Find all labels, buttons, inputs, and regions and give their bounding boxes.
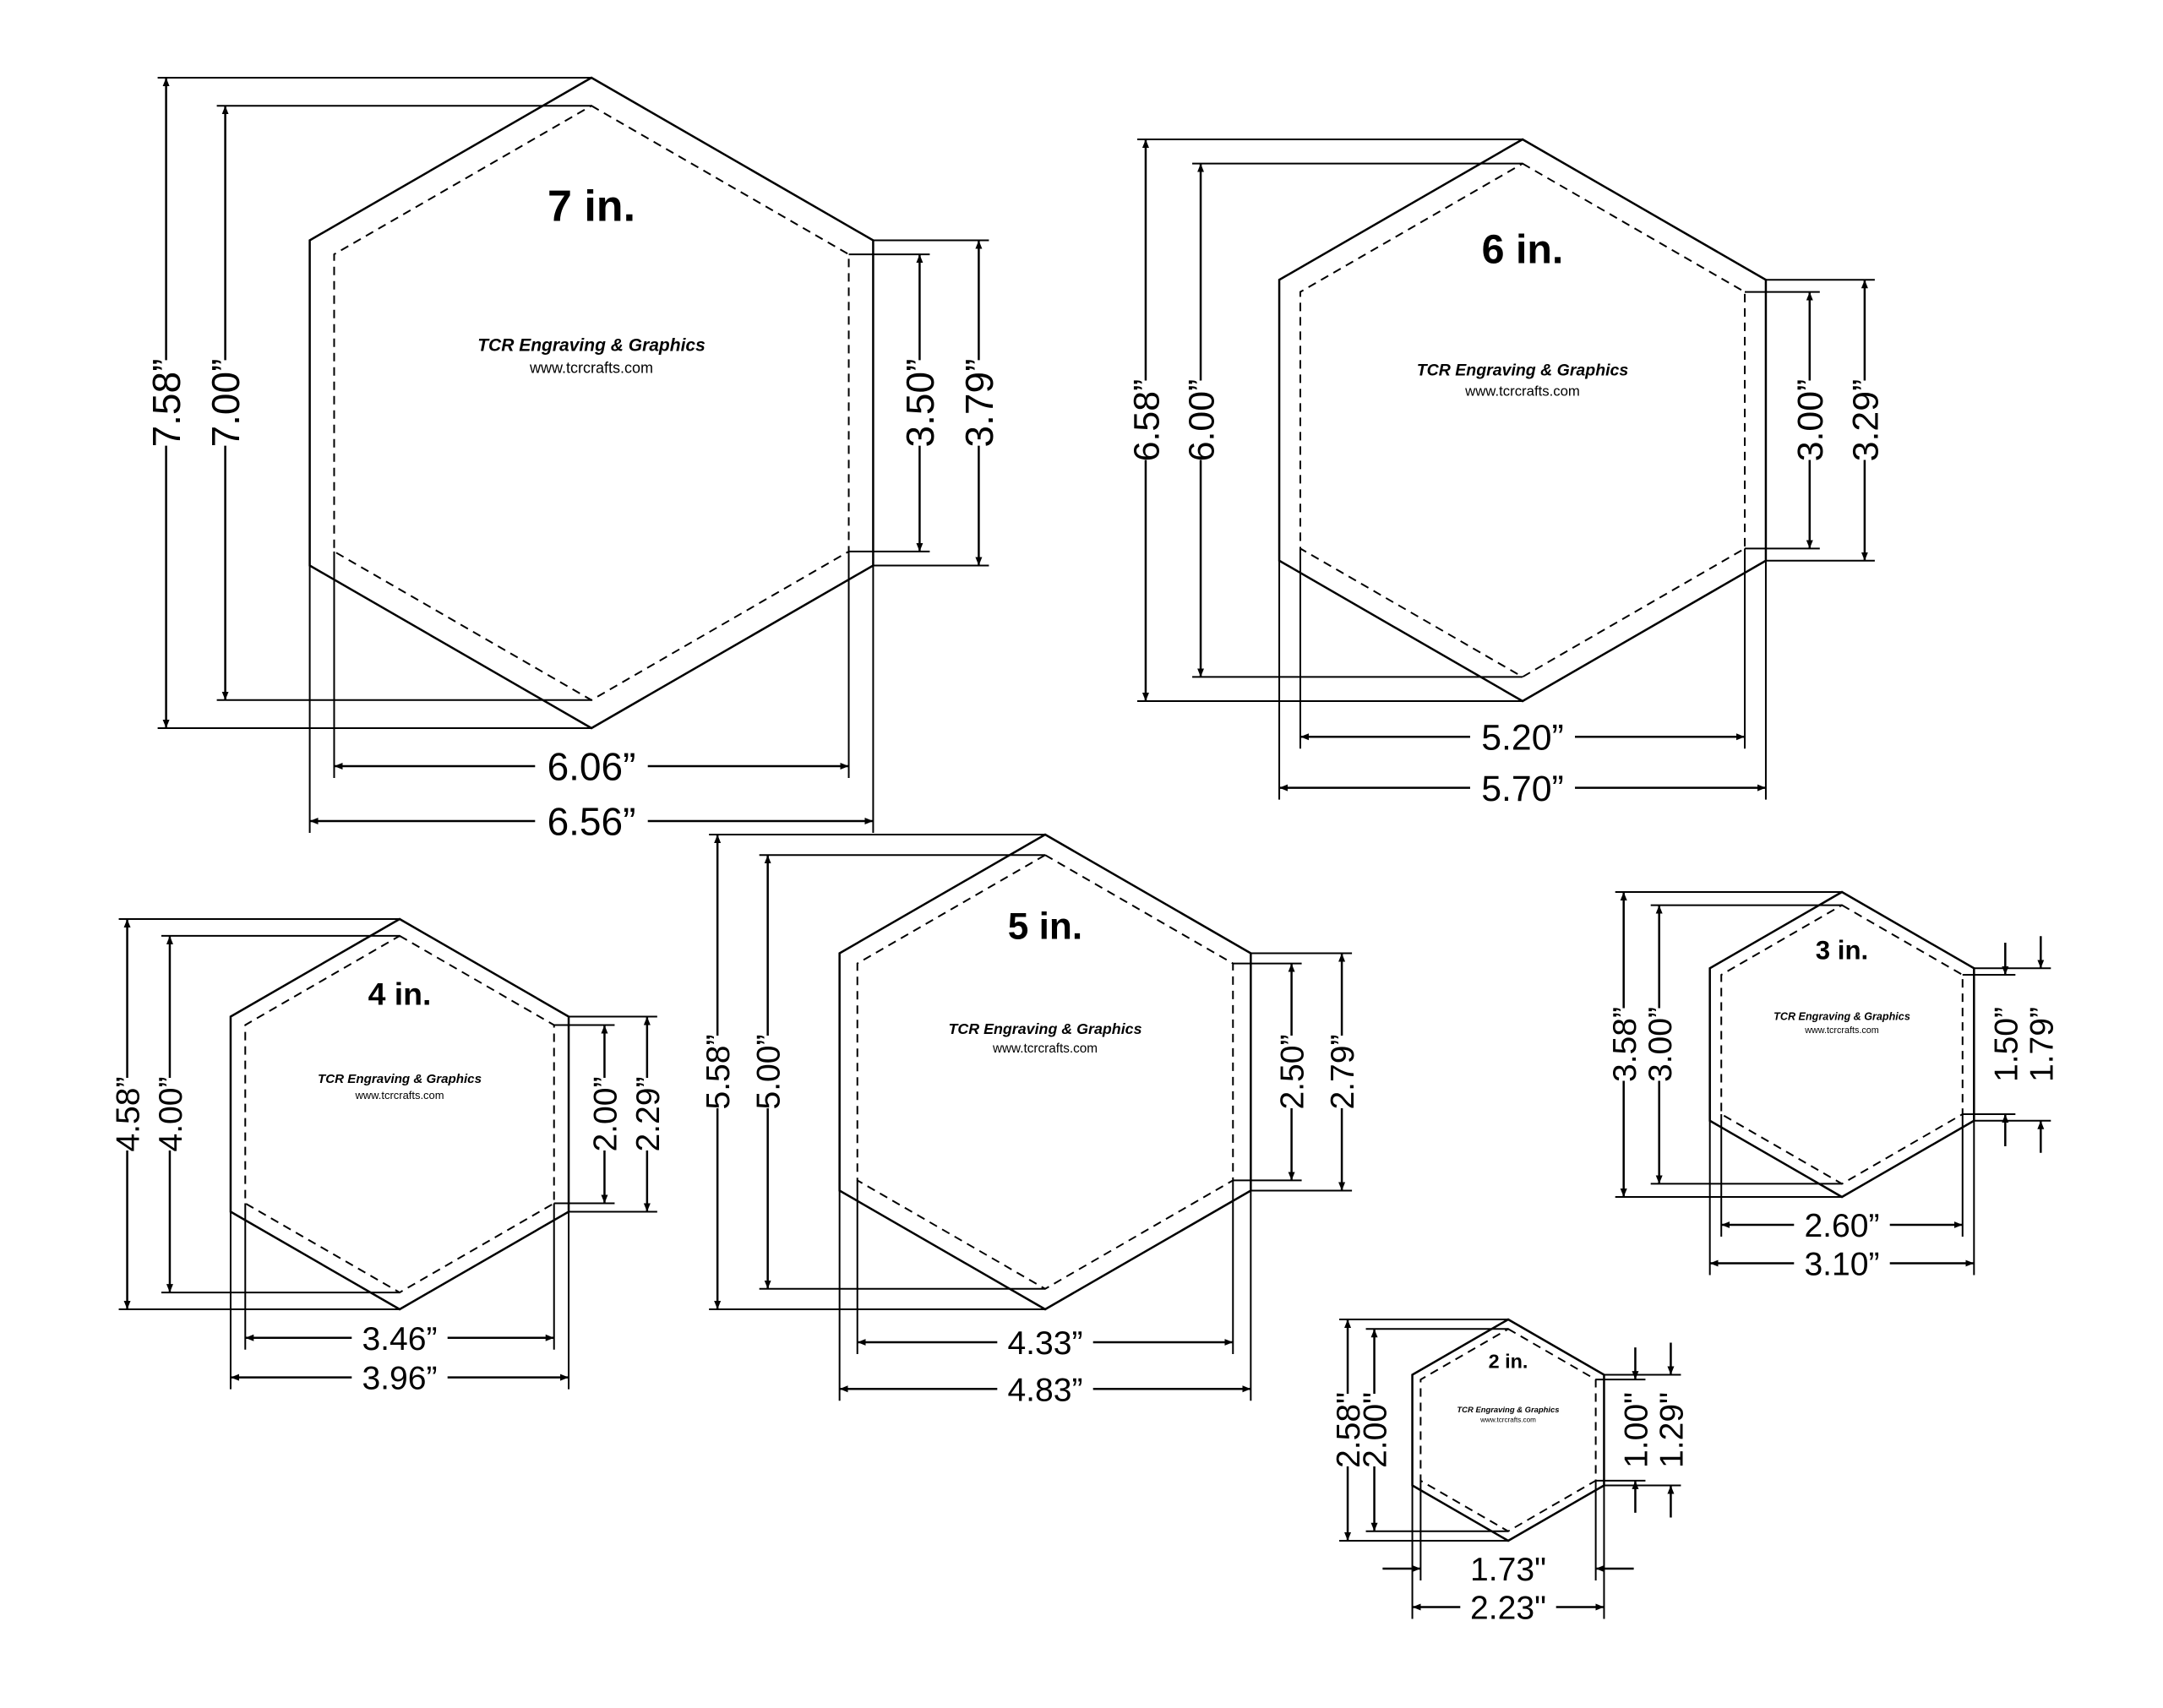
template-4in-outer-height: 4.58” [111, 1076, 147, 1151]
template-7in-size-label: 7 in. [548, 182, 635, 231]
template-6in-outer-hexagon [1278, 138, 1768, 703]
template-7in-outer-height: 7.58” [144, 359, 188, 448]
template-3in-brand-name: TCR Engraving & Graphics [1773, 1011, 1910, 1023]
template-5in-brand-name: TCR Engraving & Graphics [948, 1020, 1141, 1037]
template-4in-outer-width: 3.96” [362, 1361, 437, 1397]
template-4in-inner-height: 4.00” [153, 1076, 189, 1151]
template-2in-outer-height: 2.58" [1331, 1392, 1367, 1468]
template-7in-brand-url: www.tcrcrafts.com [529, 359, 653, 376]
template-5in-inner-side: 2.50” [1275, 1034, 1311, 1109]
template-4in-size-label: 4 in. [368, 976, 432, 1012]
template-6in-brand-name: TCR Engraving & Graphics [1417, 361, 1629, 379]
template-7in-inner-side: 3.50” [898, 359, 942, 448]
template-3in-outer-width: 3.10” [1804, 1247, 1879, 1283]
template-6in-outer-side: 3.29” [1845, 379, 1886, 461]
template-6in-brand-url: www.tcrcrafts.com [1464, 383, 1580, 399]
template-7in-outer-width: 6.56” [548, 800, 636, 844]
template-6in-outer-width: 5.70” [1481, 769, 1563, 809]
template-2in-brand-url: www.tcrcrafts.com [1479, 1417, 1536, 1424]
template-5in-brand-url: www.tcrcrafts.com [992, 1042, 1098, 1056]
template-5in-inner-width: 4.33” [1007, 1325, 1082, 1362]
template-5in-inner-height: 5.00” [751, 1034, 787, 1109]
template-5in-outer-width: 4.83” [1007, 1372, 1082, 1408]
template-3in-outer-side: 1.79” [2024, 1007, 2060, 1082]
template-4in-brand-url: www.tcrcrafts.com [354, 1089, 444, 1101]
template-4in-outer-side: 2.29” [630, 1076, 667, 1151]
template-3in-inner-width: 2.60” [1804, 1208, 1879, 1244]
template-6in-inner-side: 3.00” [1790, 379, 1831, 461]
template-6in-inner-width: 5.20” [1481, 718, 1563, 759]
template-3in-inner-height: 3.00” [1643, 1007, 1679, 1082]
template-5in-outer-side: 2.79” [1325, 1034, 1361, 1109]
template-5in-outer-height: 5.58” [700, 1034, 737, 1109]
template-7in-inner-height: 7.00” [204, 359, 248, 448]
template-4in-brand-name: TCR Engraving & Graphics [318, 1072, 482, 1086]
template-6in-outer-height: 6.58” [1126, 379, 1167, 461]
template-7in-brand-name: TCR Engraving & Graphics [477, 335, 706, 355]
template-2in-size-label: 2 in. [1489, 1351, 1528, 1373]
template-2in-inner-side: 1.00" [1619, 1392, 1655, 1468]
template-7in-outer-side: 3.79” [957, 359, 1001, 448]
template-4in-inner-width: 3.46” [362, 1321, 437, 1357]
template-3in-inner-side: 1.50” [1988, 1007, 2024, 1082]
template-2in-inner-height: 2.00" [1358, 1392, 1394, 1468]
template-3in-brand-url: www.tcrcrafts.com [1804, 1025, 1879, 1036]
template-2in-brand-name: TCR Engraving & Graphics [1457, 1406, 1559, 1415]
template-5in-size-label: 5 in. [1008, 906, 1082, 948]
template-7in-inner-width: 6.06” [548, 745, 636, 789]
template-6in-inner-height: 6.00” [1181, 379, 1222, 461]
template-3in-outer-height: 3.58” [1607, 1007, 1643, 1082]
template-3in-size-label: 3 in. [1816, 935, 1868, 965]
template-4in-inner-side: 2.00” [588, 1076, 624, 1151]
template-6in-inner-hexagon [1299, 162, 1746, 678]
template-2in-inner-width: 1.73" [1470, 1552, 1546, 1588]
template-6in-size-label: 6 in. [1482, 226, 1564, 272]
template-7in-outer-hexagon [308, 76, 874, 730]
template-2in-outer-width: 2.23" [1470, 1591, 1546, 1627]
template-2in-outer-side: 1.29" [1654, 1392, 1691, 1468]
